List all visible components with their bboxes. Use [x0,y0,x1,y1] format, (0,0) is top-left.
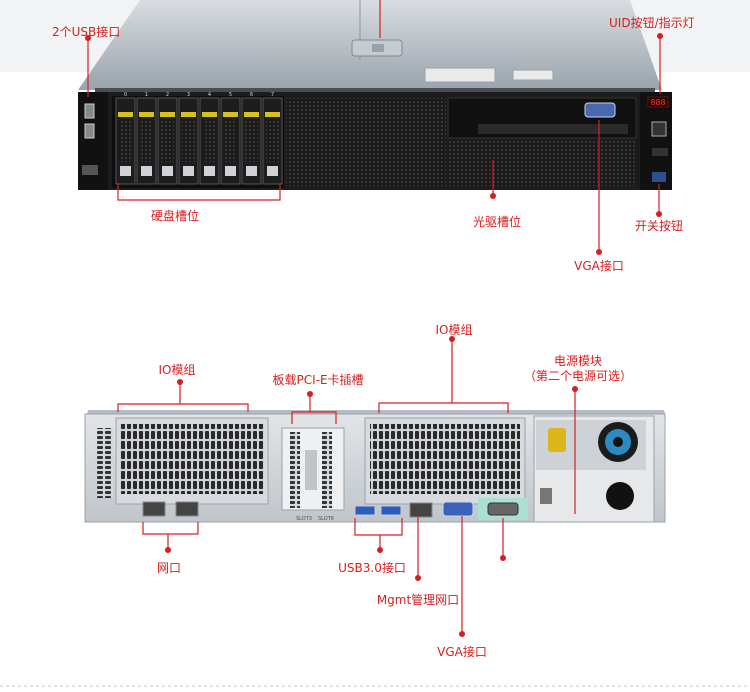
rear-usb3-port-1 [354,505,376,516]
disk-bay-7: 7 [262,92,283,185]
label-disk-bays: 硬盘槽位 [150,209,200,223]
label-psu-line1: 电源模块 [553,354,602,368]
disk-bay-number: 6 [250,92,253,98]
rear-usb3-port-2 [380,505,402,516]
disk-bay-number: 7 [271,92,274,98]
brand-mark-icon [82,165,98,175]
label-psu: 电源模块 （第二个电源可选） [513,354,643,384]
front-vga-connector [584,102,616,118]
disk-bay-4: 4 [199,92,220,185]
label-front-vga: VGA接口 [574,259,624,273]
disk-bay-number: 1 [145,92,148,98]
label-power-button: 开关按钮 [635,219,684,233]
rear-network-port-2 [175,501,199,517]
label-uid-button: UID按钮/指示灯 [609,16,695,30]
disk-bays: 0 1 2 3 4 5 6 7 [115,92,283,185]
label-network: 网口 [156,561,182,575]
disk-bay-6: 6 [241,92,262,185]
disk-bay-3: 3 [178,92,199,185]
disk-bay-number: 2 [166,92,169,98]
disk-bay-1: 1 [136,92,157,185]
uid-display-digits: 888 [650,98,665,107]
rear-serial-port [487,502,519,516]
rear-vga-connector [442,501,474,517]
usb-port-2 [84,123,95,139]
label-optical-bay: 光驱槽位 [472,215,522,229]
cover-sticker [424,67,496,83]
disk-bay-number: 3 [187,92,190,98]
disk-bay-5: 5 [220,92,241,185]
slot-label-3: SLOT3 [296,516,312,522]
disk-bay-number: 0 [124,92,127,98]
disk-bay-number: 4 [208,92,211,98]
disk-bay-0: 0 [115,92,136,185]
disk-bay-number: 5 [229,92,232,98]
front-vent-mesh-lower [448,140,636,186]
label-io-module-right: IO模组 [435,323,473,337]
label-rear-vga: VGA接口 [437,645,487,659]
label-mgmt-port: Mgmt管理网口 [376,593,460,607]
rear-mgmt-port [409,502,433,518]
label-usb-ports: 2个USB接口 [52,25,121,39]
disk-bay-2: 2 [157,92,178,185]
callout-dots [85,33,663,637]
slot-label-6: SLOT6 [318,516,334,522]
label-io-module-left: IO模组 [158,363,196,377]
label-pcie-slots: 板载PCI-E卡插槽 [272,373,364,387]
usb-port-1 [84,103,95,119]
label-psu-line2: （第二个电源可选） [523,369,632,383]
uid-display [647,96,669,108]
front-vent-mesh [286,98,446,186]
label-usb3: USB3.0接口 [338,561,406,575]
model-badge-icon [652,172,666,182]
power-button-icon [651,121,667,137]
rear-network-port-1 [142,501,166,517]
